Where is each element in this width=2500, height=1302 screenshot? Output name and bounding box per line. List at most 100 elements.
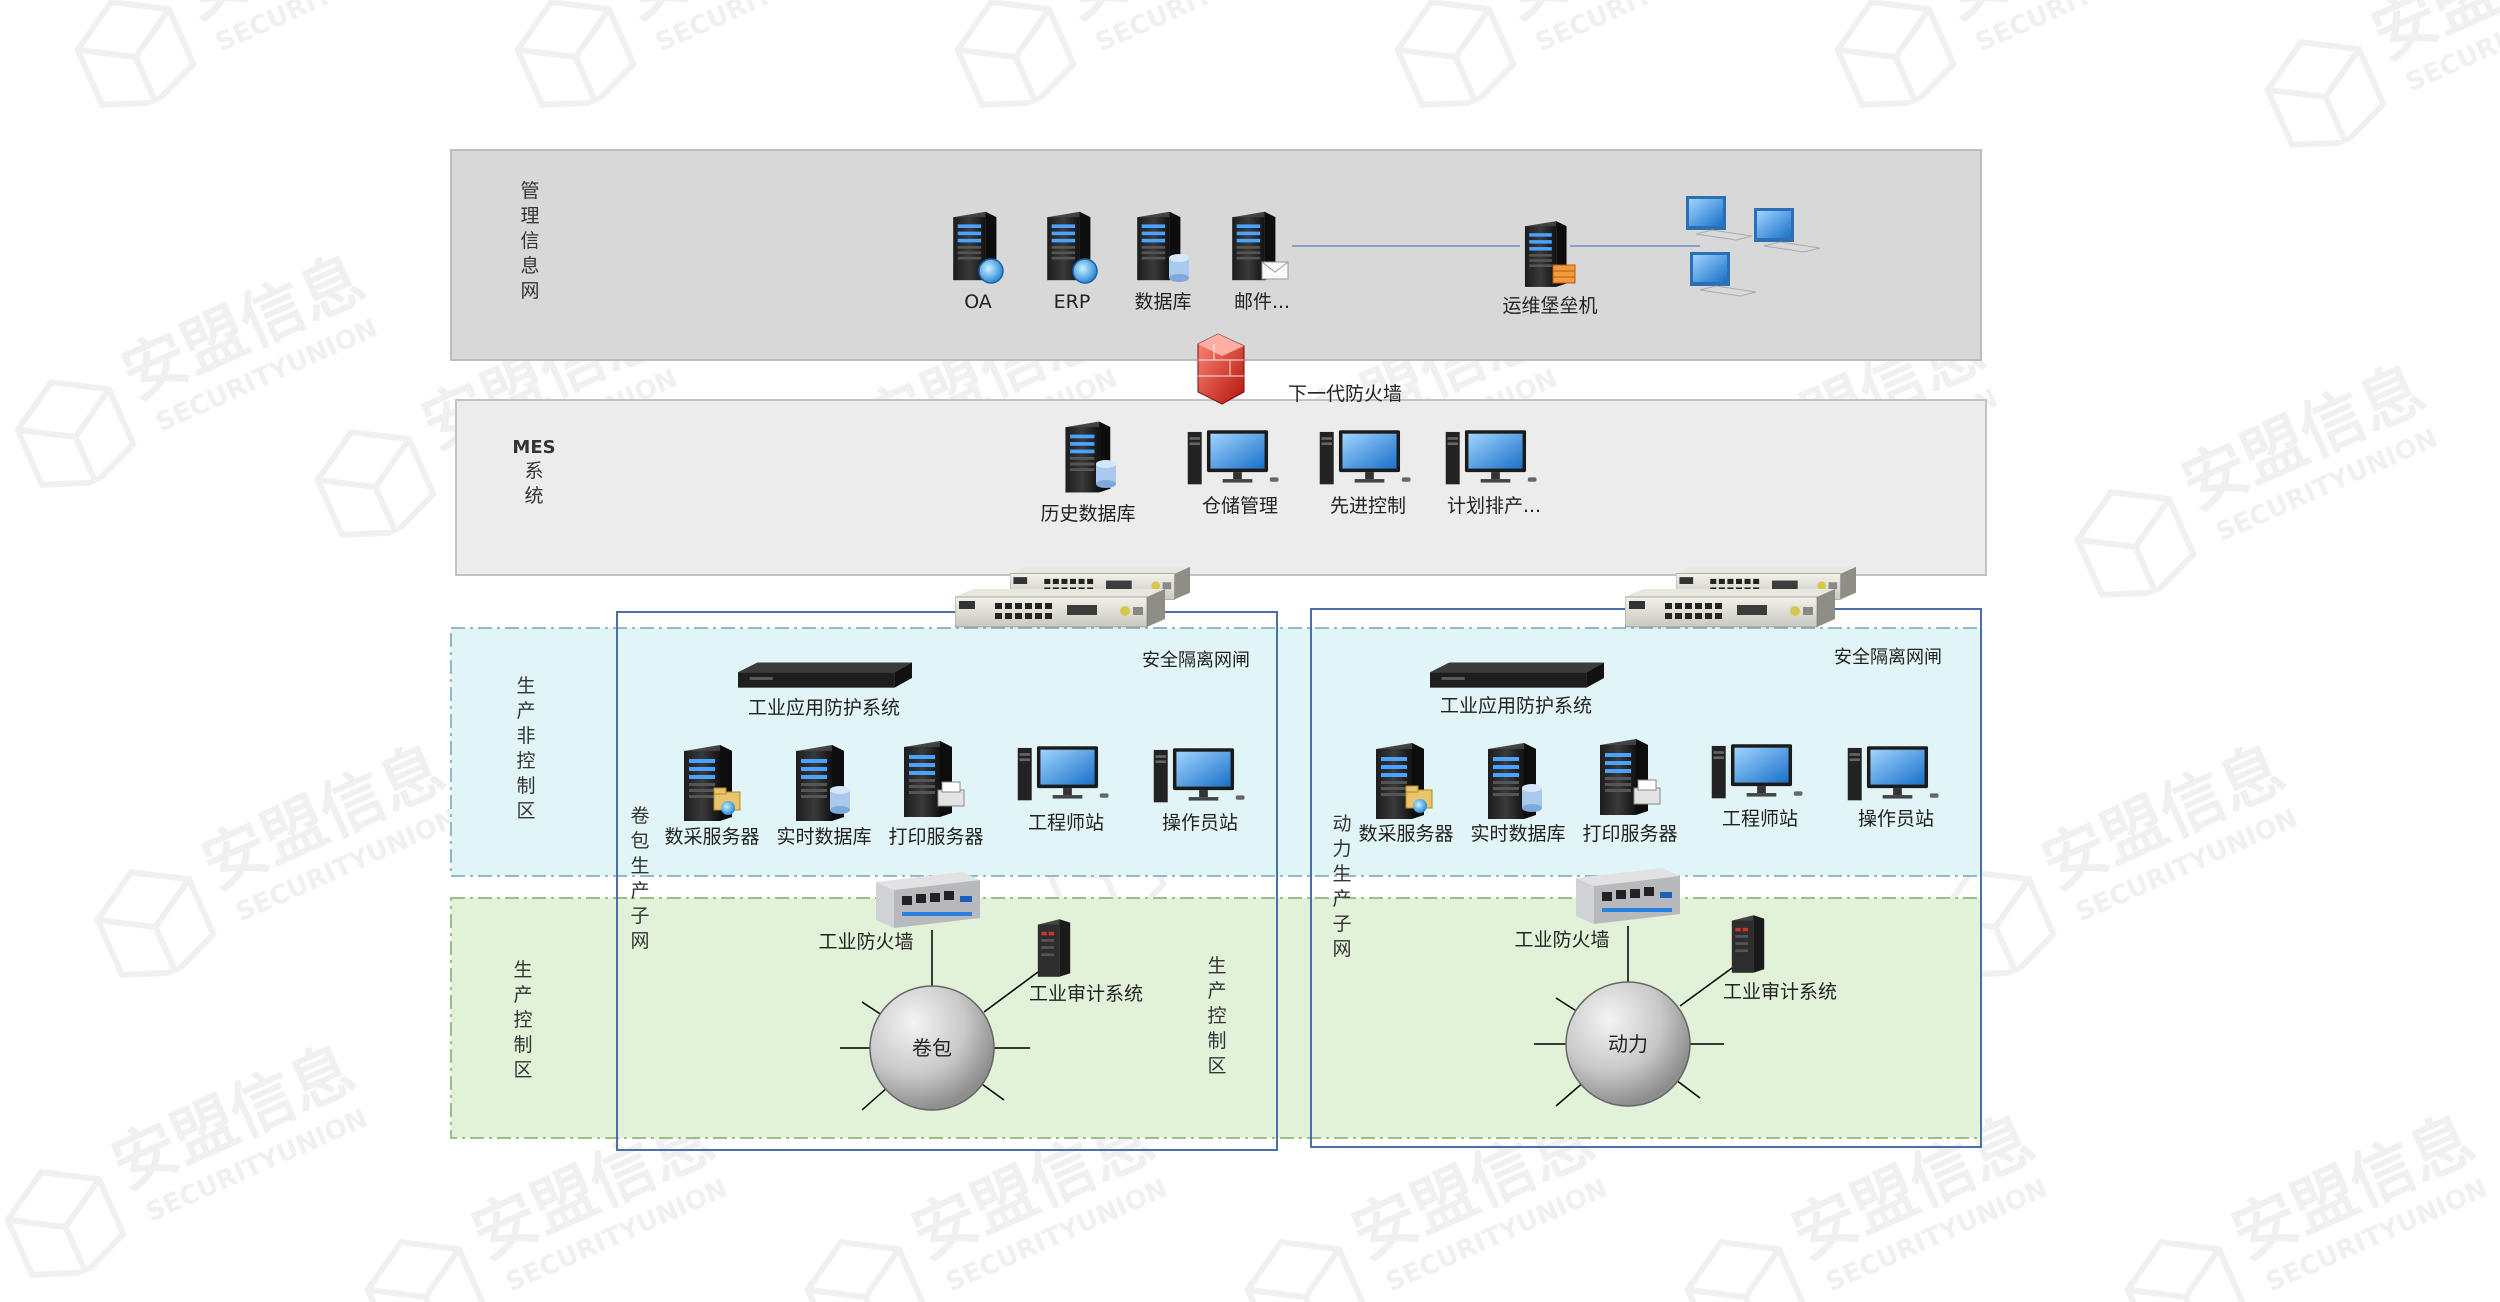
gateway-label: 安全隔离网闸 (1834, 647, 1942, 668)
dongli-industrial-firewall: 工业防火墙 (1514, 868, 1680, 951)
server-label: 实时数据库 (1470, 823, 1565, 845)
juanbao-audit: 工业审计系统 (1029, 919, 1143, 1005)
mes-item-label: 仓储管理 (1202, 495, 1278, 517)
mgmt-server-label: 邮件... (1234, 291, 1290, 313)
monitor-icon (1686, 196, 1753, 241)
juanbao-industrial-firewall: 工业防火墙 (818, 872, 980, 953)
dongli-server-realtime-db: 实时数据库 (1470, 743, 1566, 845)
dongli-station-operator: 操作员站 (1847, 746, 1939, 830)
audit-label: 工业审计系统 (1723, 981, 1837, 1003)
monitor-icon (1754, 208, 1821, 253)
database-icon (830, 786, 850, 814)
mail-icon (1261, 261, 1289, 280)
bastion-host: 运维堡垒机 (1502, 221, 1598, 317)
ips-label: 工业应用防护系统 (1440, 695, 1592, 717)
mes-item-label: 历史数据库 (1040, 503, 1135, 525)
mes-item-history-db: 历史数据库 (1040, 421, 1136, 525)
juanbao-server-realtime-db: 实时数据库 (776, 745, 872, 848)
audit-label: 工业审计系统 (1029, 983, 1143, 1005)
ips-label: 工业应用防护系统 (748, 697, 900, 719)
station-label: 工程师站 (1722, 808, 1798, 830)
hub-juanbao: 卷包 (840, 985, 1030, 1111)
database-icon (1522, 784, 1542, 812)
dongli-station-engineer: 工程师站 (1711, 744, 1803, 830)
server-label: 打印服务器 (888, 826, 983, 848)
station-label: 操作员站 (1858, 808, 1934, 830)
mes-item-label: 先进控制 (1330, 495, 1406, 517)
server-label: 数采服务器 (664, 826, 759, 848)
zone-label-noncontrol: 生产非控制区 (516, 675, 535, 822)
zone-label-mes-top: MES (512, 437, 555, 458)
server-label: 打印服务器 (1582, 823, 1677, 845)
mgmt-server-label: OA (964, 291, 992, 313)
subnet-control-label-juanbao: 生产控制区 (1207, 955, 1226, 1077)
admin-workstations (1686, 196, 1821, 297)
zone-control (450, 897, 1982, 1139)
hub-label: 卷包 (912, 1036, 952, 1060)
zone-label-mes-rest: 系统 (524, 460, 543, 507)
server-label: 实时数据库 (776, 826, 871, 848)
ind-fw-label: 工业防火墙 (818, 931, 913, 953)
dongli-server-collect: 数采服务器 (1358, 743, 1454, 845)
printer-icon (937, 781, 965, 807)
mes-item-warehouse: 仓储管理 (1187, 430, 1279, 517)
hub-label: 动力 (1608, 1032, 1648, 1056)
hub-dongli: 动力 (1534, 981, 1724, 1107)
zone-management (450, 149, 1982, 361)
mgmt-server-oa: OA (953, 211, 1004, 313)
link-audit-hub-dongli (1679, 967, 1733, 1007)
server-label: 数采服务器 (1358, 823, 1453, 845)
globe-icon (978, 258, 1004, 284)
ips-juanbao: 工业应用防护系统 (738, 662, 912, 719)
juanbao-server-print: 打印服务器 (888, 741, 984, 848)
zone-label-management: 管理信息网 (520, 180, 539, 302)
juanbao-station-engineer: 工程师站 (1017, 746, 1109, 834)
database-icon (1169, 254, 1189, 282)
printer-icon (1633, 779, 1661, 805)
subnet-name-dongli: 动力生产子网 (1332, 813, 1351, 960)
juanbao-server-collect: 数采服务器 (664, 745, 760, 848)
mgmt-server-mail: 邮件... (1232, 211, 1290, 313)
dongli-audit: 工业审计系统 (1723, 915, 1837, 1003)
dongli-server-print: 打印服务器 (1582, 739, 1678, 845)
globe-icon (1072, 258, 1098, 284)
ngfw-label: 下一代防火墙 (1288, 383, 1402, 405)
database-icon (1096, 460, 1116, 488)
link-audit-hub-juanbao (983, 971, 1039, 1013)
mgmt-server-label: 数据库 (1134, 291, 1191, 313)
station-label: 工程师站 (1028, 812, 1104, 834)
mgmt-server-label: ERP (1054, 291, 1091, 313)
globe-icon (1413, 799, 1427, 813)
zone-label-control: 生产控制区 (513, 959, 532, 1081)
mes-item-scheduling: 计划排产... (1445, 430, 1541, 517)
gateway-dongli: 安全隔离网闸 (1625, 566, 1942, 668)
mes-item-label: 计划排产... (1447, 495, 1541, 517)
subnet-name-juanbao: 卷包生产子网 (630, 805, 649, 952)
bastion-label: 运维堡垒机 (1502, 295, 1597, 317)
subnet-frame-juanbao (616, 611, 1278, 1151)
ind-fw-label: 工业防火墙 (1514, 929, 1609, 951)
mgmt-server-database: 数据库 (1134, 211, 1192, 313)
globe-icon (721, 801, 735, 815)
station-label: 操作员站 (1162, 812, 1238, 834)
ngfw: 下一代防火墙 (1197, 333, 1402, 405)
juanbao-station-operator: 操作员站 (1153, 748, 1245, 834)
zone-mes (455, 399, 1987, 576)
gateway-juanbao: 安全隔离网闸 (955, 566, 1250, 671)
mgmt-server-erp: ERP (1047, 211, 1098, 313)
ips-dongli: 工业应用防护系统 (1430, 662, 1604, 717)
gateway-label: 安全隔离网闸 (1142, 650, 1250, 671)
firewall-brick-icon (1552, 264, 1576, 284)
